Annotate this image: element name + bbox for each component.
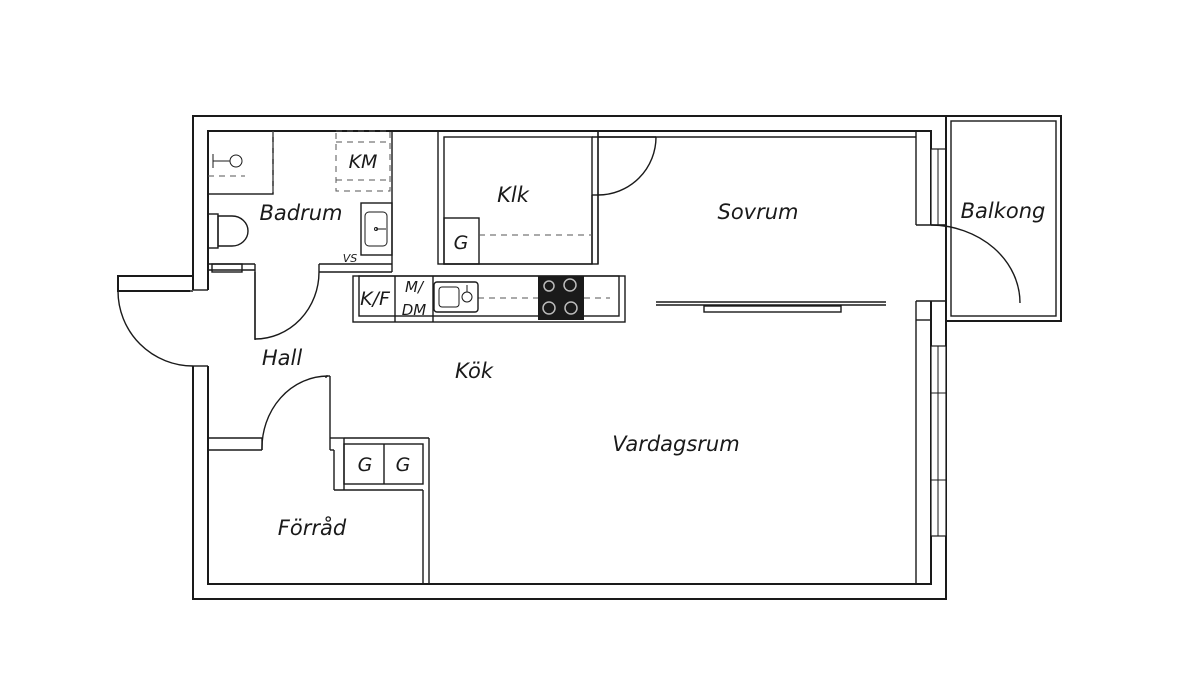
room-label-balkong: Balkong	[961, 199, 1046, 223]
room-label-kok: Kök	[455, 359, 494, 383]
entrance-opening	[190, 290, 210, 366]
window-sovrum	[930, 148, 947, 226]
room-label-klk: Klk	[497, 183, 530, 207]
room-label-hall: Hall	[262, 346, 302, 370]
wardrobe-label-hall-1: G	[358, 454, 373, 476]
storage-door	[261, 375, 329, 451]
room-label-sovrum: Sovrum	[717, 200, 798, 224]
washing-machine-label: KM	[349, 151, 378, 173]
wardrobe-label-klk: G	[454, 232, 469, 254]
closet-walls	[437, 130, 916, 265]
kitchen-sink	[433, 281, 479, 313]
window-vardagsrum	[930, 345, 947, 537]
balcony-door	[930, 224, 1021, 304]
vs-label: VS	[343, 252, 358, 265]
sliding-partition	[656, 301, 886, 313]
room-label-forrad: Förråd	[278, 515, 347, 540]
entrance-door	[117, 290, 194, 367]
closet-door	[597, 136, 657, 196]
outer-wall	[117, 115, 947, 600]
bathroom-door	[254, 271, 320, 340]
microwave-label: M/	[405, 278, 425, 296]
bathroom-sink	[360, 202, 393, 256]
balcony	[945, 115, 1062, 322]
shower	[207, 130, 274, 195]
hall-wardrobes	[343, 443, 424, 485]
fridge-freezer-label: K/F	[360, 288, 391, 310]
stove	[538, 276, 584, 320]
toilet	[207, 213, 249, 249]
kitchen-counter	[352, 275, 626, 323]
room-label-vardagsrum: Vardagsrum	[612, 432, 739, 456]
room-label-badrum: Badrum	[259, 201, 342, 225]
closet-wardrobe	[443, 217, 592, 265]
washing-machine	[335, 130, 391, 192]
wardrobe-label-hall-2: G	[396, 454, 411, 476]
dishwasher-label: DM	[402, 301, 427, 319]
